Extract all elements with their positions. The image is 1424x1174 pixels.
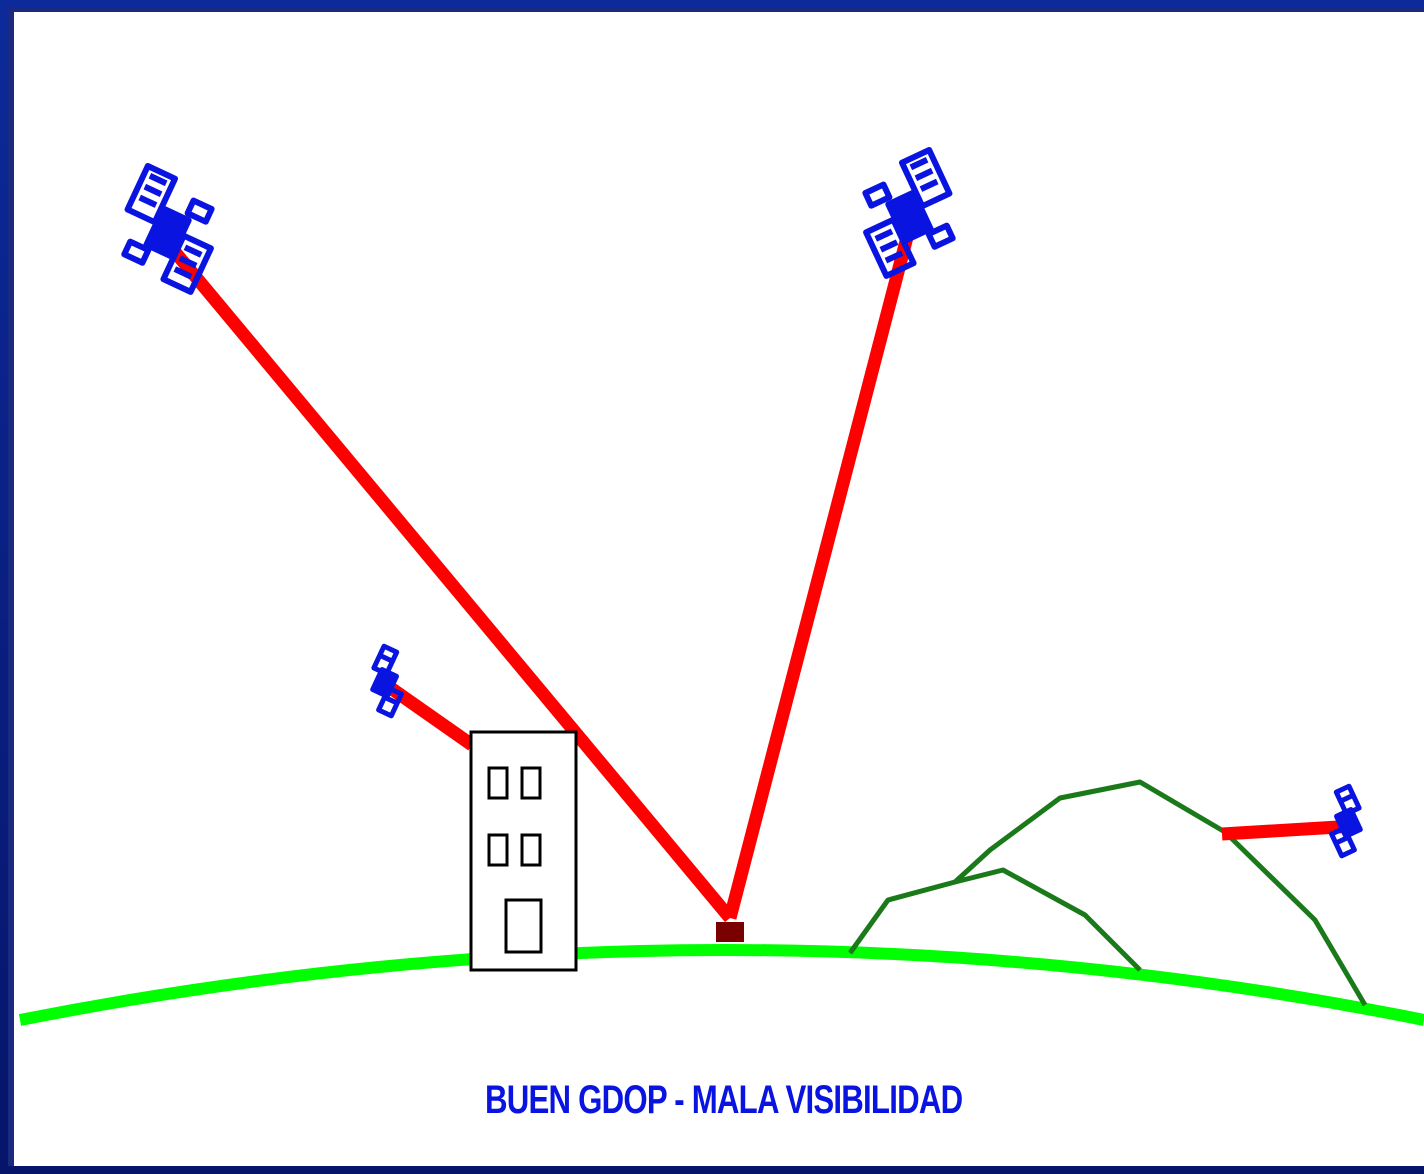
satellite-icon: [865, 150, 952, 276]
building-icon: [469, 730, 578, 972]
satellite-icon: [373, 646, 402, 716]
hill-icon: [847, 779, 1368, 1007]
diagram-caption: BUEN GDOP - MALA VISIBILIDAD: [484, 1078, 963, 1122]
signal-lines: [160, 216, 1356, 923]
ground-arc: [18, 944, 1424, 1026]
signal-line-left-far: [160, 235, 735, 923]
receiver-icon: [716, 922, 744, 942]
satellite-icon: [124, 166, 211, 292]
signal-line-blocked-hill: [1221, 819, 1356, 841]
diagram-panel: [8, 8, 1424, 1166]
signal-line-top: [723, 216, 919, 920]
